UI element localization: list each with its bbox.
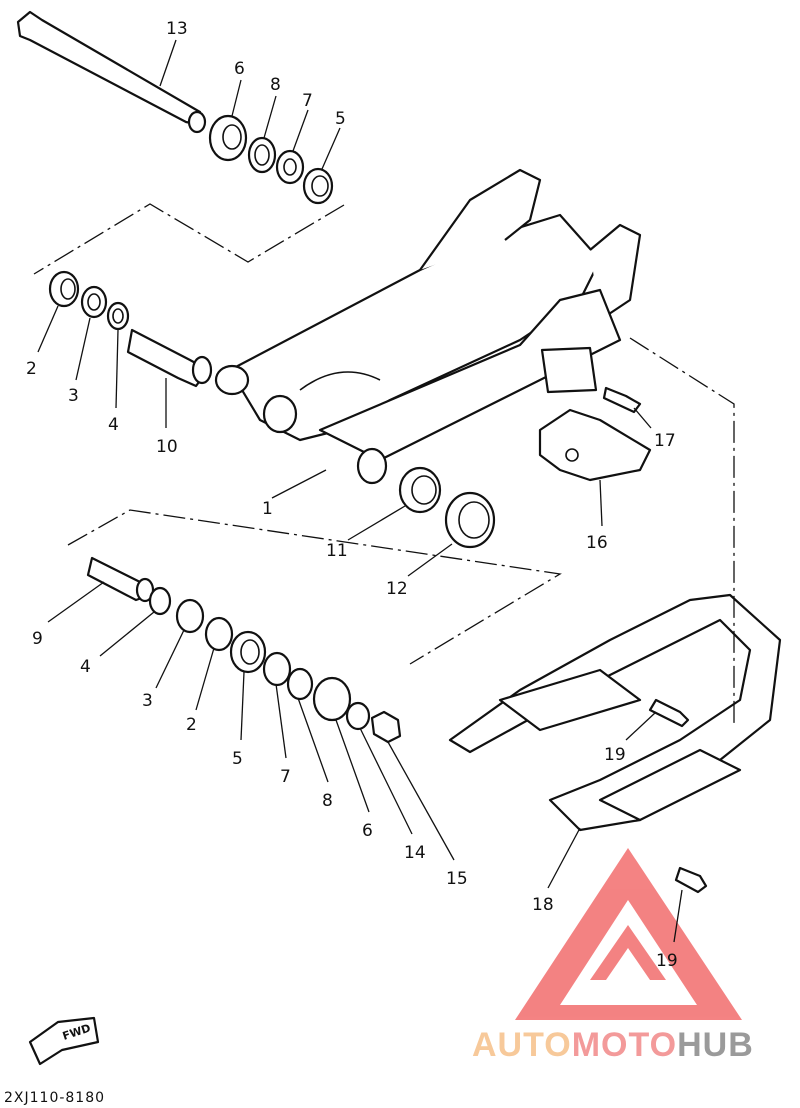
callout-9: 9 <box>32 629 43 649</box>
pivot-shaft <box>16 10 207 134</box>
callout-6b: 6 <box>362 821 373 841</box>
callout-8: 8 <box>270 75 281 95</box>
footrest-bars <box>448 593 782 894</box>
callout-13: 13 <box>166 19 188 39</box>
callout-19b: 19 <box>656 951 678 971</box>
callout-2b: 2 <box>186 715 197 735</box>
callout-2: 2 <box>26 359 37 379</box>
callout-5b: 5 <box>232 749 243 769</box>
callout-4b: 4 <box>80 657 91 677</box>
diagram-code: 2XJ110-8180 <box>4 1090 105 1106</box>
lower-group-outline <box>67 509 562 665</box>
callout-6: 6 <box>234 59 245 79</box>
callout-7: 7 <box>302 91 313 111</box>
watermark-part1: AUTO <box>472 1026 572 1064</box>
callout-3: 3 <box>68 386 79 406</box>
callout-8b: 8 <box>322 791 333 811</box>
watermark-part3: HUB <box>677 1026 754 1064</box>
leader-lines <box>37 39 683 943</box>
callout-10: 10 <box>156 437 178 457</box>
logo-inner-mark <box>590 925 666 980</box>
callout-labels: 13 6 8 7 5 2 3 4 10 1 11 12 16 17 9 4 3 … <box>26 19 678 971</box>
fwd-arrow: FWD <box>28 1016 100 1066</box>
callout-1: 1 <box>262 499 273 519</box>
watermark-text: AUTOMOTOHUB <box>472 1026 754 1064</box>
left-hardware <box>48 270 213 388</box>
callout-17: 17 <box>654 431 676 451</box>
chain-guide <box>538 386 652 482</box>
callout-15: 15 <box>446 869 468 889</box>
callout-7b: 7 <box>280 767 291 787</box>
callout-4: 4 <box>108 415 119 435</box>
callout-12: 12 <box>386 579 408 599</box>
footrest-mount-line <box>629 337 735 724</box>
callout-11: 11 <box>326 541 348 561</box>
watermark-logo <box>515 848 742 1020</box>
logo-triangle <box>515 848 742 1020</box>
swingarm <box>214 168 642 485</box>
bushings <box>398 466 496 549</box>
watermark-part2: MOTO <box>572 1026 677 1064</box>
upper-hardware <box>208 114 334 205</box>
callout-5: 5 <box>335 109 346 129</box>
callout-16: 16 <box>586 533 608 553</box>
lower-hardware <box>86 556 402 744</box>
callout-19a: 19 <box>604 745 626 765</box>
callout-3b: 3 <box>142 691 153 711</box>
callout-18: 18 <box>532 895 554 915</box>
upper-group-outline <box>33 203 345 275</box>
callout-14: 14 <box>404 843 426 863</box>
